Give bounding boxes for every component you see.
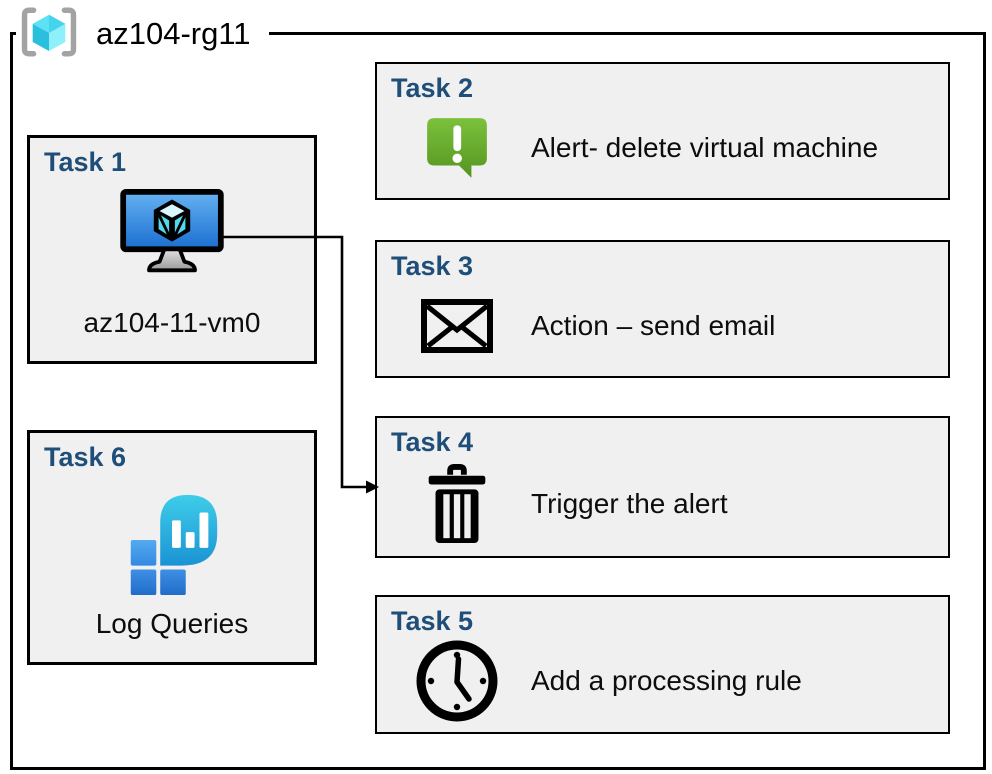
log-analytics-icon	[122, 487, 222, 597]
resource-group-boundary	[10, 32, 986, 770]
task-6-title: Task 6	[44, 442, 127, 472]
task-2-title: Task 2	[391, 73, 474, 103]
task-4-label: Trigger the alert	[531, 487, 728, 519]
email-icon	[409, 298, 505, 353]
task-5-box: Task 5 Add a processing rule	[375, 595, 950, 734]
task-3-title: Task 3	[391, 251, 474, 281]
task-4-box: Task 4 Trigger the alert	[375, 416, 950, 558]
task-2-label: Alert- delete virtual machine	[531, 131, 879, 163]
task-1-label: az104-11-vm0	[83, 307, 261, 338]
task-5-title: Task 5	[391, 606, 474, 636]
task-1-title: Task 1	[44, 147, 127, 177]
resource-group-name: az104-rg11	[96, 15, 251, 51]
task-2-box: Task 2 Alert- delete virtual machine	[375, 62, 950, 200]
alert-icon	[409, 114, 505, 182]
trash-icon	[409, 463, 505, 545]
task-4-title: Task 4	[391, 427, 474, 457]
task-1-box: Task 1 az104-11-vm0	[27, 135, 317, 364]
task-3-label: Action – send email	[531, 309, 776, 341]
task-3-box: Task 3 Action – send email	[375, 240, 950, 378]
resource-group-legend: az104-rg11	[16, 5, 269, 59]
task-5-label: Add a processing rule	[531, 665, 802, 697]
task-6-label: Log Queries	[95, 608, 249, 639]
virtual-machine-icon	[119, 188, 225, 278]
task-6-box: Task 6	[27, 430, 317, 665]
resource-group-icon	[20, 6, 78, 58]
clock-icon	[409, 639, 505, 723]
